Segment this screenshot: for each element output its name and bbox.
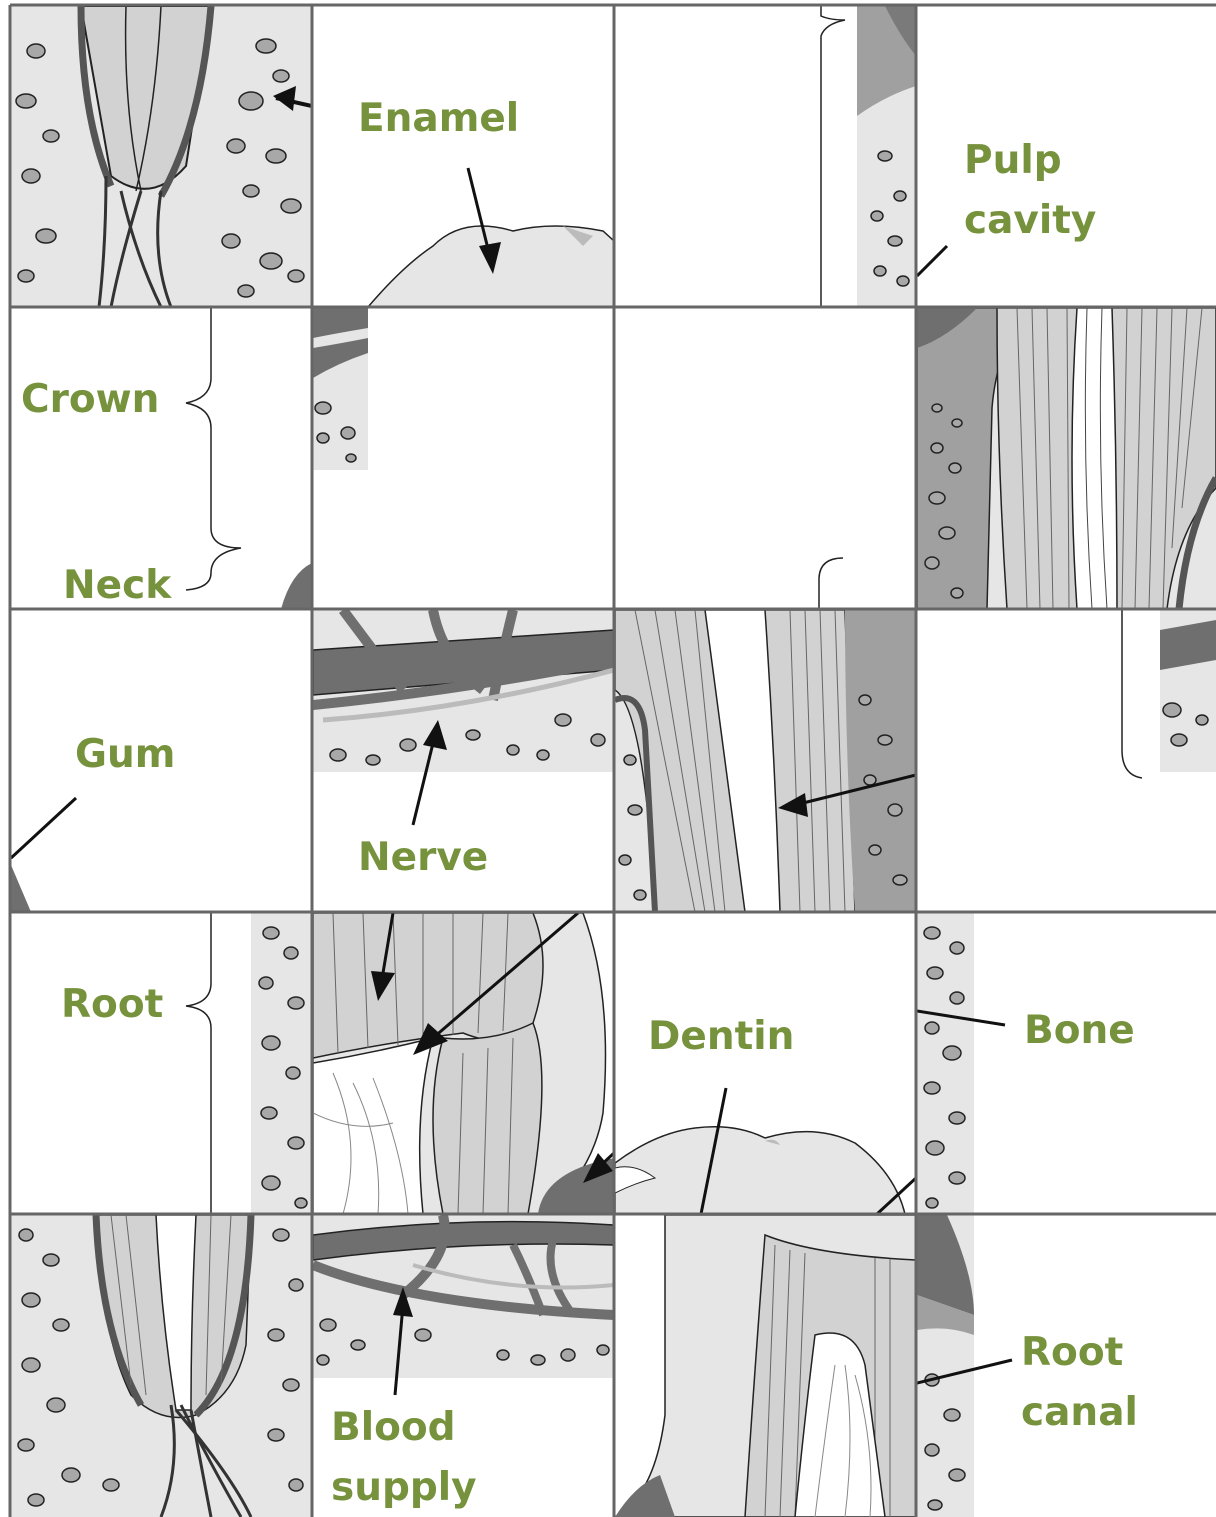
root-brace <box>11 913 312 1214</box>
tile-r3-c4[interactable] <box>917 610 1216 912</box>
tile-r4-c1[interactable]: Root <box>11 913 312 1214</box>
label-root: Root <box>61 975 163 1035</box>
tile-r1-c1[interactable] <box>11 6 312 307</box>
tile-r5-c4[interactable]: Root canal <box>917 1215 1216 1517</box>
tooth-root-illustration <box>11 6 312 307</box>
pulp-cavity-pointer <box>917 6 1216 307</box>
pulp-chamber-illustration <box>313 913 614 1214</box>
enamel-illustration <box>313 6 614 307</box>
tile-r5-c2[interactable]: Blood supply <box>313 1215 614 1517</box>
tooth-crown-illustration <box>917 308 1216 609</box>
neck-edge <box>615 308 916 609</box>
tile-r3-c1[interactable]: Gum <box>11 610 312 912</box>
label-crown: Crown <box>21 370 159 430</box>
label-nerve: Nerve <box>358 828 488 888</box>
label-bone: Bone <box>1024 1001 1135 1061</box>
label-root-canal-2: canal <box>1021 1383 1138 1443</box>
tile-r4-c3[interactable]: Dentin <box>615 913 916 1214</box>
label-blood-supply-1: Blood <box>331 1398 456 1458</box>
tile-r3-c3[interactable] <box>615 610 916 912</box>
label-enamel: Enamel <box>358 89 519 149</box>
label-pulp-cavity-1: Pulp <box>964 131 1062 191</box>
tile-r2-c2[interactable] <box>313 308 614 609</box>
tile-r1-c4[interactable]: Pulp cavity <box>917 6 1216 307</box>
tile-r4-c4[interactable]: Bone <box>917 913 1216 1214</box>
label-gum: Gum <box>75 725 175 785</box>
label-blood-supply-2: supply <box>331 1458 477 1517</box>
tile-r1-c3[interactable] <box>615 6 916 307</box>
pulp-root-illustration <box>615 610 916 912</box>
tile-r1-c2[interactable]: Enamel <box>313 6 614 307</box>
tile-r4-c2[interactable] <box>313 913 614 1214</box>
label-neck: Neck <box>63 556 171 609</box>
tile-r2-c1[interactable]: Crown Neck <box>11 308 312 609</box>
tile-r5-c3[interactable] <box>615 1215 916 1517</box>
bone-illustration <box>917 913 1216 1214</box>
label-dentin: Dentin <box>648 1007 794 1067</box>
root-edge-illustration <box>917 610 1216 912</box>
tile-r2-c4[interactable] <box>917 308 1216 609</box>
label-root-canal-1: Root <box>1021 1323 1123 1383</box>
crown-edge-illustration <box>615 6 916 307</box>
tile-r3-c2[interactable]: Nerve <box>313 610 614 912</box>
gum-fragment <box>313 308 614 609</box>
tile-r5-c1[interactable] <box>11 1215 312 1517</box>
label-pulp-cavity-2: cavity <box>964 191 1096 251</box>
tile-r2-c3[interactable] <box>615 308 916 609</box>
root-tip-illustration <box>11 1215 312 1517</box>
molar-crown-illustration <box>615 1215 916 1517</box>
